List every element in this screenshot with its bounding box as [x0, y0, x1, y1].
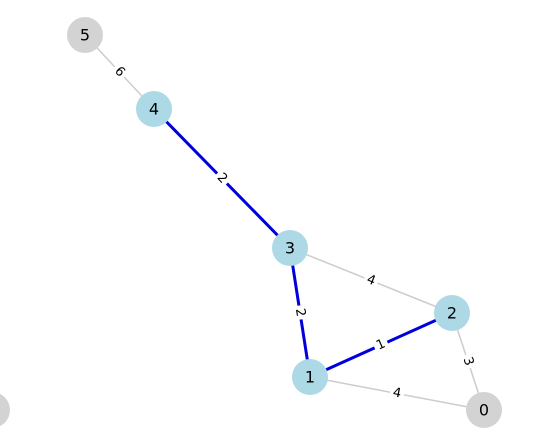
edge-weight-label-bg	[388, 384, 406, 403]
node-circle	[136, 91, 172, 127]
node-label: 2	[447, 304, 457, 323]
node-6	[0, 393, 10, 427]
node-2: 2	[434, 295, 470, 331]
node-circle	[0, 393, 10, 427]
node-label: 1	[305, 368, 315, 387]
node-circle	[292, 359, 328, 395]
edge-weight-label: 4	[361, 270, 381, 291]
nodes-layer: 0 1 2 3 4 5	[0, 17, 502, 428]
edge-weight-text: 4	[392, 385, 403, 401]
edge-weight-label: 3	[458, 352, 478, 371]
node-5: 5	[67, 17, 103, 53]
edge-weight-label: 2	[211, 167, 233, 190]
node-circle	[434, 295, 470, 331]
node-label: 4	[149, 100, 159, 119]
edge-weight-label-bg	[361, 270, 381, 291]
node-label: 0	[479, 401, 489, 420]
edge-weight-label: 2	[291, 304, 309, 321]
edge-weight-label: 4	[388, 384, 406, 403]
node-label: 5	[80, 26, 90, 45]
edge-weight-label: 6	[108, 61, 131, 83]
edge-weight-label-bg	[458, 352, 478, 371]
edges-layer	[84, 34, 485, 411]
edge-weight-label-bg	[108, 61, 131, 83]
node-0: 0	[466, 392, 502, 428]
edge-weight-label: 1	[371, 334, 391, 356]
node-label: 3	[285, 239, 295, 258]
node-circle	[67, 17, 103, 53]
edge-weight-text: 2	[292, 307, 308, 317]
node-circle	[272, 230, 308, 266]
edge-weight-label-bg	[211, 167, 233, 190]
node-1: 1	[292, 359, 328, 395]
node-circle	[466, 392, 502, 428]
edge-weight-label-bg	[371, 334, 391, 356]
edge-labels-layer: 6 2 4 2 1 3 4	[108, 61, 478, 403]
node-3: 3	[272, 230, 308, 266]
edge-weight-label-bg	[291, 304, 309, 321]
node-4: 4	[136, 91, 172, 127]
